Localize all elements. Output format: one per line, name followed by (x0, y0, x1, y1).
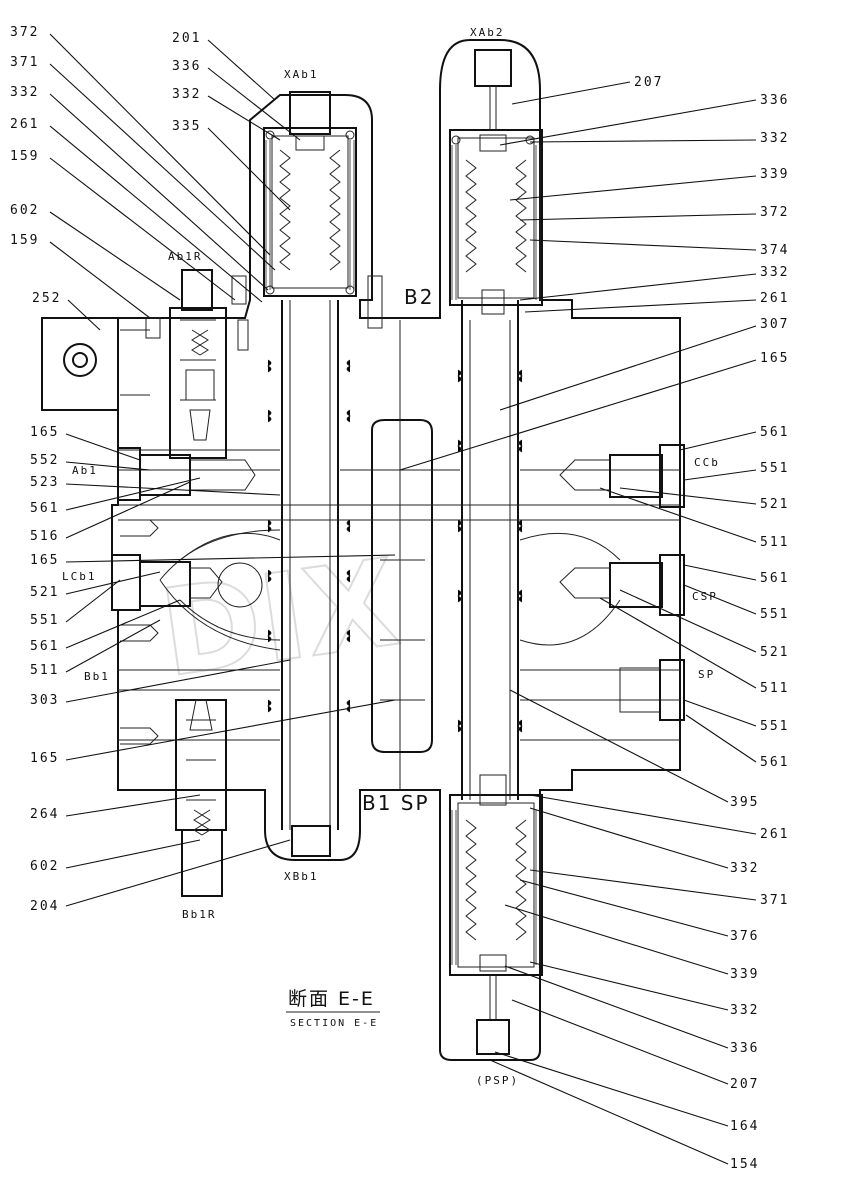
callout-right-374: 374 (760, 243, 789, 258)
callout-left-204: 204 (30, 899, 59, 914)
callout-top-335: 335 (172, 119, 201, 134)
relief-valve-ab1r (169, 269, 227, 459)
callout-left-511: 511 (30, 663, 59, 678)
section-title-jp: 断面 E-E (288, 988, 375, 1010)
plug-csp (559, 554, 685, 616)
callout-right-332-b: 332 (760, 265, 789, 280)
callout-right-307: 307 (760, 317, 789, 332)
callout-right-261-b: 261 (760, 827, 789, 842)
callout-left-165-a: 165 (30, 425, 59, 440)
callout-left-561-a: 561 (30, 501, 59, 516)
callout-left-552: 552 (30, 453, 59, 468)
callout-left-602-b: 602 (30, 859, 59, 874)
callout-right-207: 207 (730, 1077, 759, 1092)
left-callouts: 372 371 332 261 159 602 159 252 165 552 … (10, 25, 396, 914)
callout-right-371: 371 (760, 893, 789, 908)
callout-left-332: 332 (10, 85, 39, 100)
spool-lands (267, 359, 523, 733)
callout-left-523: 523 (30, 475, 59, 490)
callout-left-602-a: 602 (10, 203, 39, 218)
callout-right-561-c: 561 (760, 755, 789, 770)
bolts (120, 275, 383, 745)
plug-sp (619, 659, 685, 721)
callout-left-303: 303 (30, 693, 59, 708)
port-ab1r: Ab1R (168, 250, 203, 263)
port-xab1: XAb1 (284, 68, 319, 81)
callout-right-336-a: 336 (760, 93, 789, 108)
callout-left-372: 372 (10, 25, 39, 40)
right-callouts: 336 332 339 372 374 332 261 307 165 561 … (399, 93, 789, 1172)
callout-right-561-b: 561 (760, 571, 789, 586)
callout-left-561-b: 561 (30, 639, 59, 654)
body-label-b2: B2 (404, 285, 434, 309)
port-csp: CSP (692, 590, 718, 603)
callout-right-261-a: 261 (760, 291, 789, 306)
section-title-en: SECTION E-E (290, 1018, 378, 1029)
port-lcb1: LCb1 (62, 570, 97, 583)
callout-right-551-b: 551 (760, 607, 789, 622)
port-bb1r: Bb1R (182, 908, 217, 921)
callout-right-551-a: 551 (760, 461, 789, 476)
callout-left-159-b: 159 (10, 233, 39, 248)
port-bb1: Bb1 (84, 670, 110, 683)
valve-body (41, 39, 681, 1061)
callout-right-154: 154 (730, 1157, 759, 1172)
port-labels: XAb1 XAb2 Ab1R Ab1 LCb1 Bb1 XBb1 Bb1R CC… (62, 26, 720, 1087)
callout-right-339-a: 339 (760, 167, 789, 182)
callout-left-516: 516 (30, 529, 59, 544)
callout-left-159-a: 159 (10, 149, 39, 164)
spring-housing-left-top (263, 91, 357, 297)
plug-ab1 (117, 447, 256, 501)
watermark: DIX (152, 533, 408, 706)
spring-housing-right-top (449, 49, 543, 315)
callout-left-551: 551 (30, 613, 59, 628)
callout-right-376: 376 (730, 929, 759, 944)
callout-right-339-b: 339 (730, 967, 759, 982)
callout-right-336-b: 336 (730, 1041, 759, 1056)
port-psp: (PSP) (476, 1074, 519, 1087)
callout-right-395: 395 (730, 795, 759, 810)
relief-valve-bb1r (175, 699, 227, 897)
callout-right-551-c: 551 (760, 719, 789, 734)
callout-top-207: 207 (634, 75, 663, 90)
callout-right-372: 372 (760, 205, 789, 220)
callout-right-521-a: 521 (760, 497, 789, 512)
callout-left-371: 371 (10, 55, 39, 70)
callout-top-336: 336 (172, 59, 201, 74)
callout-left-521: 521 (30, 585, 59, 600)
watermark-text: DIX (153, 534, 407, 705)
body-label-b1sp: B1 SP (362, 791, 430, 815)
callout-left-264: 264 (30, 807, 59, 822)
callout-right-561-a: 561 (760, 425, 789, 440)
callout-right-521-b: 521 (760, 645, 789, 660)
port-sp: SP (698, 668, 715, 681)
port-ccb: CCb (694, 456, 720, 469)
callout-left-165-b: 165 (30, 553, 59, 568)
callout-right-511-b: 511 (760, 681, 789, 696)
spring-housing-right-bottom (449, 774, 543, 1055)
port-xbb1: XBb1 (284, 870, 319, 883)
port-xab2: XAb2 (470, 26, 505, 39)
callout-right-332-a: 332 (760, 131, 789, 146)
callout-right-164: 164 (730, 1119, 759, 1134)
callout-top-332: 332 (172, 87, 201, 102)
callout-left-165-c: 165 (30, 751, 59, 766)
callout-right-165: 165 (760, 351, 789, 366)
callout-top-201: 201 (172, 31, 201, 46)
callout-right-511-a: 511 (760, 535, 789, 550)
callout-left-252: 252 (32, 291, 61, 306)
callout-right-332-c: 332 (730, 861, 759, 876)
spool-cap-left-bottom (291, 825, 331, 857)
port-ab1: Ab1 (72, 464, 98, 477)
section-title: 断面 E-E SECTION E-E (286, 988, 380, 1029)
callout-left-261: 261 (10, 117, 39, 132)
plug-ccb (559, 444, 685, 508)
top-callouts: 201 336 332 335 207 (172, 31, 663, 211)
callout-right-332-d: 332 (730, 1003, 759, 1018)
